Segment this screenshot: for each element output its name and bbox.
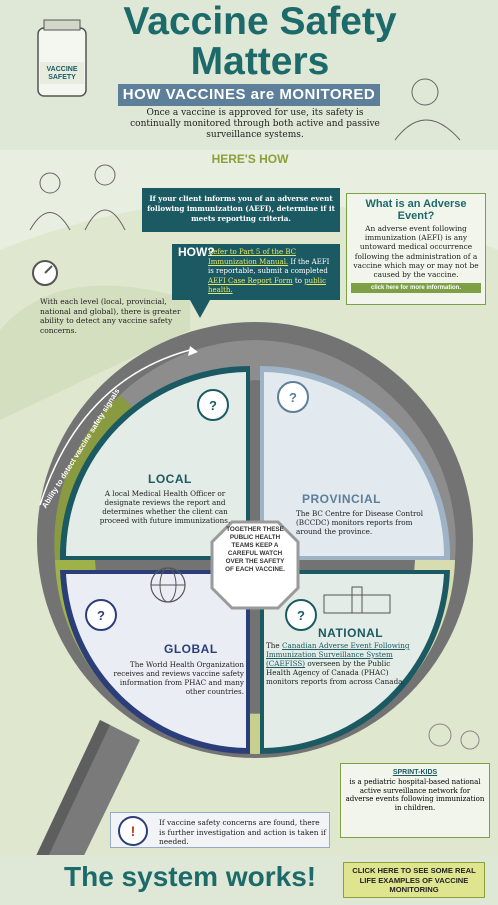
local-title: LOCAL <box>148 472 192 486</box>
heres-how-label: HERE'S HOW <box>211 152 289 166</box>
immunization-manual-link[interactable]: Refer to Part 5 of the BC Immunization M… <box>208 248 296 266</box>
svg-text:!: ! <box>131 823 136 839</box>
page-title: Vaccine Safety Matters <box>60 2 460 82</box>
title-line-1: Vaccine Safety <box>123 0 397 43</box>
concern-text: If vaccine safety concerns are found, th… <box>159 818 326 846</box>
national-text-post: overseen by the Public Health Agency of … <box>266 659 405 686</box>
vial-icon: VACCINE SAFETY <box>42 66 82 82</box>
public-health-link[interactable]: public health. <box>208 276 327 295</box>
how-label: HOW? <box>178 245 215 259</box>
svg-text:?: ? <box>289 390 297 405</box>
adverse-event-heading: What is an Adverse Event? <box>365 198 467 222</box>
national-text: The Canadian Adverse Event Following Imm… <box>266 641 416 686</box>
aefi-form-link[interactable]: AEFI Case Report Form <box>208 276 293 285</box>
question-badge-icon: ? <box>197 389 229 421</box>
question-badge-icon: ? <box>85 599 117 631</box>
level-note: With each level (local, provincial, nati… <box>40 297 181 335</box>
sprint-kids-text: is a pediatric hospital-based national a… <box>345 777 485 813</box>
safety-concerns-badge-national: ? <box>284 598 318 636</box>
svg-text:?: ? <box>209 398 217 413</box>
global-title: GLOBAL <box>164 642 218 656</box>
local-text: A local Medical Health Officer or design… <box>99 489 231 525</box>
safety-concerns-badge-local: ? <box>196 388 230 426</box>
national-text-pre: The <box>266 641 280 650</box>
vial-label-line-2: SAFETY <box>48 74 76 81</box>
parliament-icon <box>323 586 391 614</box>
center-message: TOGETHER THESE PUBLIC HEALTH TEAMS KEEP … <box>225 526 285 573</box>
more-info-button[interactable]: click here for more information. <box>351 283 481 294</box>
how-text-2: to <box>294 276 302 285</box>
concern-box: ! If vaccine safety concerns are found, … <box>110 812 330 848</box>
subtitle-ribbon: HOW VACCINES are MONITORED <box>118 84 380 106</box>
provincial-title: PROVINCIAL <box>302 492 382 506</box>
adverse-event-text: An adverse event following immunization … <box>353 224 479 280</box>
how-text: If the AEFI is reportable, submit a comp… <box>208 257 330 276</box>
global-text: The World Health Organization receives a… <box>113 660 244 696</box>
sprint-kids-link[interactable]: SPRINT-KIDS <box>392 769 438 776</box>
real-life-examples-button[interactable]: CLICK HERE TO SEE SOME REAL LIFE EXAMPLE… <box>343 862 485 898</box>
system-works-heading: The system works! <box>64 861 317 892</box>
intro-text: Once a vaccine is approved for use, its … <box>130 108 380 140</box>
caefiss-link[interactable]: Canadian Adverse Event Following Immuniz… <box>266 641 410 668</box>
vial-label-line-1: VACCINE <box>46 66 78 73</box>
provincial-text: The BC Centre for Disease Control (BCCDC… <box>296 509 424 536</box>
safety-concerns-badge-global: ? <box>84 598 118 636</box>
safety-concerns-badge-provincial: ? <box>276 380 310 418</box>
how-box: HOW? Refer to Part 5 of the BC Immunizat… <box>172 244 340 300</box>
adverse-event-box: What is an Adverse Event? An adverse eve… <box>346 193 486 305</box>
globe-icon <box>150 567 186 603</box>
title-line-2: Matters <box>190 40 330 83</box>
question-badge-icon: ? <box>285 599 317 631</box>
national-title: NATIONAL <box>318 626 384 640</box>
question-badge-icon: ? <box>277 381 309 413</box>
sprint-kids-box: SPRINT-KIDS is a pediatric hospital-base… <box>340 763 490 838</box>
exclamation-badge-icon: ! <box>118 816 148 846</box>
svg-text:?: ? <box>97 608 105 623</box>
client-report-box: If your client informs you of an adverse… <box>142 188 340 232</box>
svg-text:?: ? <box>297 608 305 623</box>
